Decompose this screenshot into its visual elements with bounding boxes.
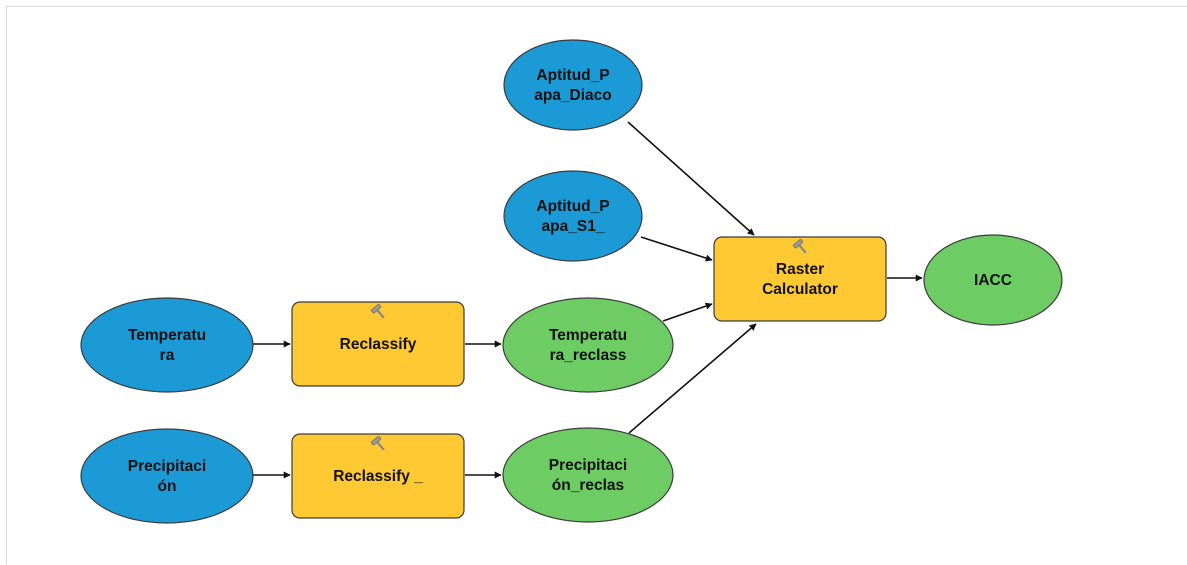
node-temperatura[interactable]: Temperatu ra: [80, 297, 254, 393]
node-shape-tool: [291, 301, 465, 387]
node-shape-tool: [291, 433, 465, 519]
node-shape-data-input: [80, 297, 254, 393]
node-precipitacion-reclas[interactable]: Precipitaci ón_reclas: [502, 427, 674, 523]
node-precipitacion[interactable]: Precipitaci ón: [80, 428, 254, 524]
node-label-line: Reclassify: [340, 336, 417, 353]
connector-arrow-aptitud_s1-to-raster_calculator: [640, 236, 713, 262]
connector-arrow-temperatura_reclass-to-raster_calculator: [662, 302, 713, 322]
node-label-line: Aptitud_P: [536, 198, 609, 215]
node-label-line: ón_reclas: [552, 477, 624, 494]
node-shape-data-input: [503, 39, 643, 131]
connector-arrow-aptitud_diaco-to-raster_calculator: [627, 121, 755, 236]
node-label-line: apa_Diaco: [534, 87, 612, 104]
hammer-icon: [371, 304, 385, 319]
node-label-line: Temperatu: [128, 327, 206, 344]
connector-arrow-precipitacion_reclas-to-raster_calculator: [628, 323, 757, 434]
node-shape-data-input: [80, 428, 254, 524]
node-label-line: Calculator: [762, 281, 838, 298]
node-temperatura-reclass[interactable]: Temperatu ra_reclass: [502, 297, 674, 393]
hammer-icon: [793, 239, 807, 254]
edges-layer: [253, 121, 923, 479]
model-diagram: Aptitud_Papa_DiacoAptitud_Papa_S1_Temper…: [80, 39, 1063, 524]
node-reclassify-1[interactable]: Reclassify: [291, 301, 465, 387]
node-shape-derived-output: [502, 297, 674, 393]
node-label-line: Temperatu: [549, 327, 627, 344]
node-shape-tool: [713, 236, 887, 322]
node-label-line: ón: [158, 478, 177, 495]
node-label-line: Raster: [776, 261, 824, 278]
node-shape-derived-output: [923, 234, 1063, 326]
node-shape-derived-output: [502, 427, 674, 523]
node-label-line: Reclassify _: [333, 468, 423, 485]
node-label-line: IACC: [974, 272, 1012, 289]
node-label-line: ra: [160, 347, 175, 364]
node-iacc[interactable]: IACC: [923, 234, 1063, 326]
node-reclassify-2[interactable]: Reclassify _: [291, 433, 465, 519]
node-label-line: apa_S1_: [542, 218, 605, 235]
node-label-line: Precipitaci: [128, 458, 206, 475]
hammer-icon: [371, 436, 385, 451]
node-aptitud-s1[interactable]: Aptitud_P apa_S1_: [503, 170, 643, 262]
nodes-layer: Aptitud_Papa_DiacoAptitud_Papa_S1_Temper…: [80, 39, 1063, 524]
node-label-line: Aptitud_P: [536, 67, 609, 84]
node-aptitud-diaco[interactable]: Aptitud_P apa_Diaco: [503, 39, 643, 131]
node-shape-data-input: [503, 170, 643, 262]
node-label-line: Precipitaci: [549, 457, 627, 474]
node-label-line: ra_reclass: [550, 347, 627, 364]
